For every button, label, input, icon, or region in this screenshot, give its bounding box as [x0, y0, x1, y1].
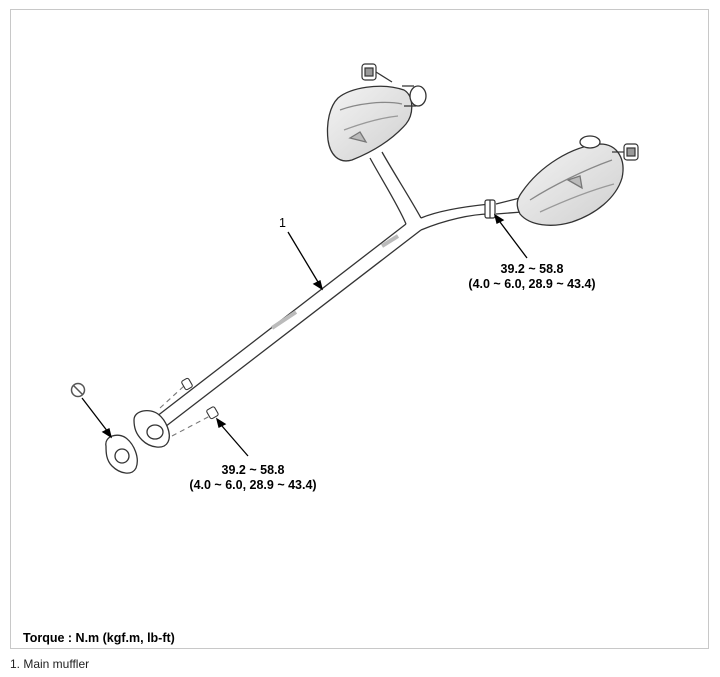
front-flange — [133, 409, 170, 448]
flange-nut-lower — [171, 406, 219, 437]
torque-units-legend: Torque : N.m (kgf.m, lb-ft) — [23, 631, 175, 645]
pipe-clamp — [484, 199, 496, 219]
hanger-rubber-left — [361, 63, 393, 83]
torque-value-line: 39.2 ~ 58.8 — [500, 262, 564, 276]
left-muffler — [326, 85, 427, 162]
torque-conversion-line: (4.0 ~ 6.0, 28.9 ~ 43.4) — [189, 478, 317, 492]
torque-spec-clamp: 39.2 ~ 58.8 (4.0 ~ 6.0, 28.9 ~ 43.4) — [452, 262, 612, 292]
torque-conversion-line: (4.0 ~ 6.0, 28.9 ~ 43.4) — [468, 277, 596, 291]
figure-caption: 1. Main muffler — [10, 657, 90, 671]
part-callout-1: 1 — [279, 216, 286, 230]
leader-lines — [81, 213, 528, 457]
main-pipe — [151, 223, 422, 431]
right-muffler — [516, 135, 624, 226]
flange-nut-upper — [159, 377, 193, 409]
replace-icon — [70, 382, 86, 398]
torque-value-line: 39.2 ~ 58.8 — [221, 463, 285, 477]
right-branch-pipe — [420, 197, 523, 231]
gasket — [105, 434, 138, 474]
left-branch-pipe — [369, 151, 422, 225]
torque-spec-flange: 39.2 ~ 58.8 (4.0 ~ 6.0, 28.9 ~ 43.4) — [173, 463, 333, 493]
hanger-rubber-right — [612, 143, 639, 161]
